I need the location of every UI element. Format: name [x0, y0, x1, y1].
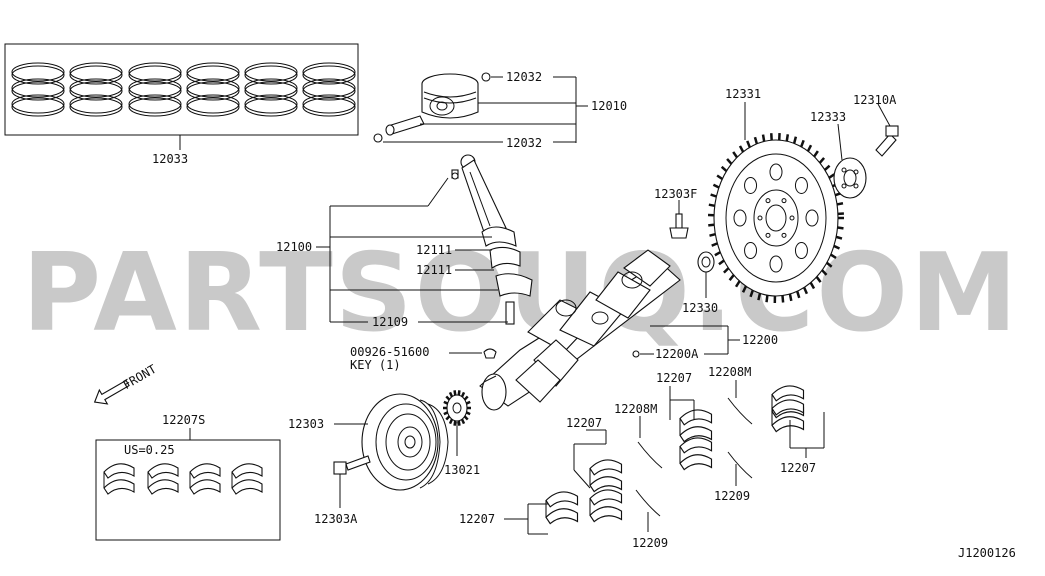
label-12200A[interactable]: 12200A	[655, 347, 699, 361]
label-12032-top[interactable]: 12032	[506, 70, 542, 84]
thrust-washer	[638, 442, 662, 468]
label-12207-b[interactable]: 12207	[566, 416, 602, 430]
bearing-shell	[546, 492, 578, 524]
label-12303[interactable]: 12303	[288, 417, 324, 431]
piston-ring-set	[303, 63, 355, 116]
label-13021[interactable]: 13021	[444, 463, 480, 477]
pilot-bushing[interactable]	[698, 252, 714, 272]
label-12111-b[interactable]: 12111	[416, 263, 452, 277]
label-12208M-b[interactable]: 12208M	[708, 365, 751, 379]
piston[interactable]	[374, 73, 490, 142]
label-key[interactable]: KEY (1)	[350, 358, 401, 372]
label-12010[interactable]: 12010	[591, 99, 627, 113]
flywheel-adapter-plate[interactable]	[834, 158, 866, 198]
piston-leader-lines	[383, 77, 588, 143]
piston-ring-set	[129, 63, 181, 116]
label-12209-a[interactable]: 12209	[714, 489, 750, 503]
label-12333[interactable]: 12333	[810, 110, 846, 124]
piston-rings-box[interactable]	[5, 44, 358, 150]
bearing-shell	[148, 464, 178, 494]
label-12033[interactable]: 12033	[152, 152, 188, 166]
label-12303F[interactable]: 12303F	[654, 187, 697, 201]
bearing-shell	[232, 464, 262, 494]
label-12207-c[interactable]: 12207	[656, 371, 692, 385]
pilot-bolt[interactable]	[670, 214, 688, 238]
bearing-shell	[190, 464, 220, 494]
label-12207S[interactable]: 12207S	[162, 413, 205, 427]
bearing-shell	[680, 410, 712, 442]
label-12303A[interactable]: 12303A	[314, 512, 358, 526]
label-12207-a[interactable]: 12207	[459, 512, 495, 526]
crank-sprocket[interactable]	[443, 390, 471, 425]
label-00926-51600[interactable]: 00926-51600	[350, 345, 429, 359]
label-12209-b[interactable]: 12209	[632, 536, 668, 550]
crank-pulley[interactable]	[362, 394, 448, 490]
flywheel-bolt[interactable]	[876, 126, 898, 156]
piston-ring-sets	[12, 63, 355, 116]
piston-ring-set	[12, 63, 64, 116]
bearing-shell	[590, 460, 622, 492]
label-12032-bottom[interactable]: 12032	[506, 136, 542, 150]
pulley-bolt[interactable]	[334, 456, 370, 474]
label-12310A[interactable]: 12310A	[853, 93, 897, 107]
label-12111-a[interactable]: 12111	[416, 243, 452, 257]
label-12330[interactable]: 12330	[682, 301, 718, 315]
label-12208M-a[interactable]: 12208M	[614, 402, 657, 416]
front-label: FRONT	[121, 362, 159, 392]
label-12207-d[interactable]: 12207	[780, 461, 816, 475]
piston-ring-set	[245, 63, 297, 116]
label-12109[interactable]: 12109	[372, 315, 408, 329]
label-12100[interactable]: 12100	[276, 240, 312, 254]
undersize-label: US=0.25	[124, 443, 175, 457]
thrust-washer	[728, 398, 752, 424]
woodruff-key[interactable]	[484, 349, 496, 358]
label-12331[interactable]: 12331	[725, 87, 761, 101]
bearing-shell	[680, 438, 712, 470]
piston-ring-set	[187, 63, 239, 116]
main-bearing-shells[interactable]	[546, 386, 804, 524]
diagram-code: J1200126	[958, 546, 1016, 560]
bearing-shell	[104, 464, 134, 494]
thrust-washer	[728, 452, 752, 478]
label-12200[interactable]: 12200	[742, 333, 778, 347]
bearing-shell	[590, 490, 622, 522]
bearing-leader-lines	[504, 380, 824, 534]
piston-ring-set	[70, 63, 122, 116]
